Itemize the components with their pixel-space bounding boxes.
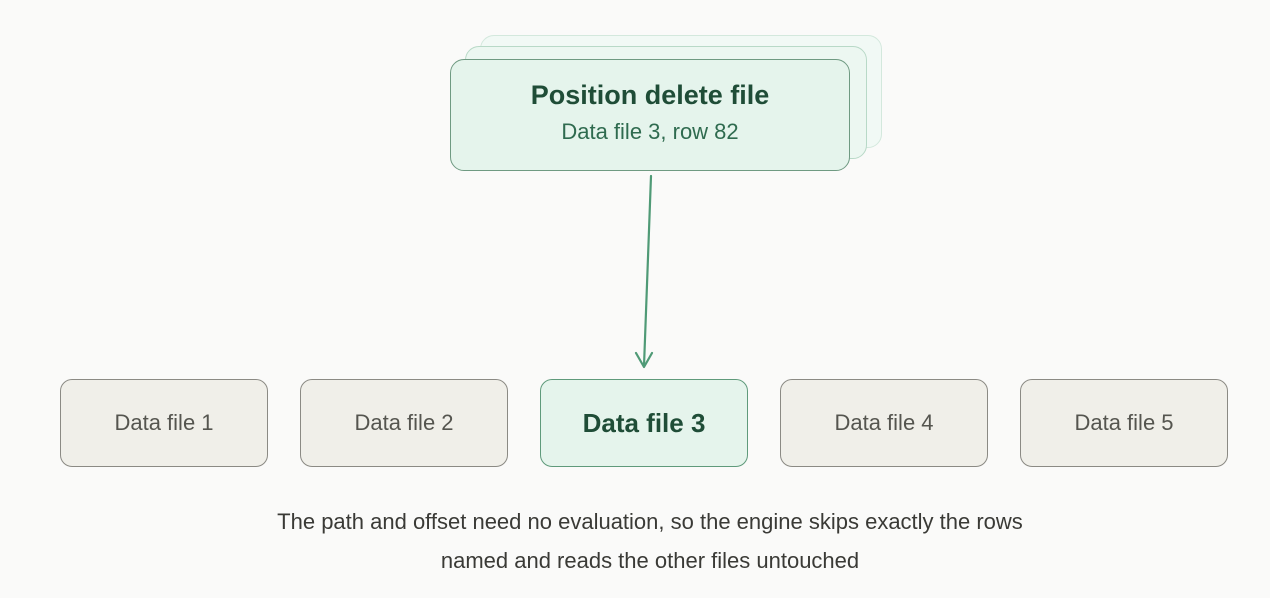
delete-file-subtitle: Data file 3, row 82 [561,119,739,144]
data-file-label: Data file 3 [582,407,706,438]
diagram-caption: The path and offset need no evaluation, … [150,502,1150,580]
data-file-4-box: Data file 4 [780,379,988,467]
data-file-3-box: Data file 3 [540,379,748,467]
data-file-5-box: Data file 5 [1020,379,1228,467]
data-file-label: Data file 2 [354,410,454,435]
data-file-label: Data file 5 [1074,410,1174,435]
caption-line-2: named and reads the other files untouche… [440,548,860,573]
delete-file-title: Position delete file [530,80,770,110]
data-file-2-box: Data file 2 [300,379,508,467]
data-file-1-box: Data file 1 [60,379,268,467]
position-delete-file-card: Position delete file Data file 3, row 82 [450,59,850,171]
caption-line-1: The path and offset need no evaluation, … [277,509,1023,534]
data-file-label: Data file 1 [114,410,214,435]
data-file-label: Data file 4 [834,410,934,435]
